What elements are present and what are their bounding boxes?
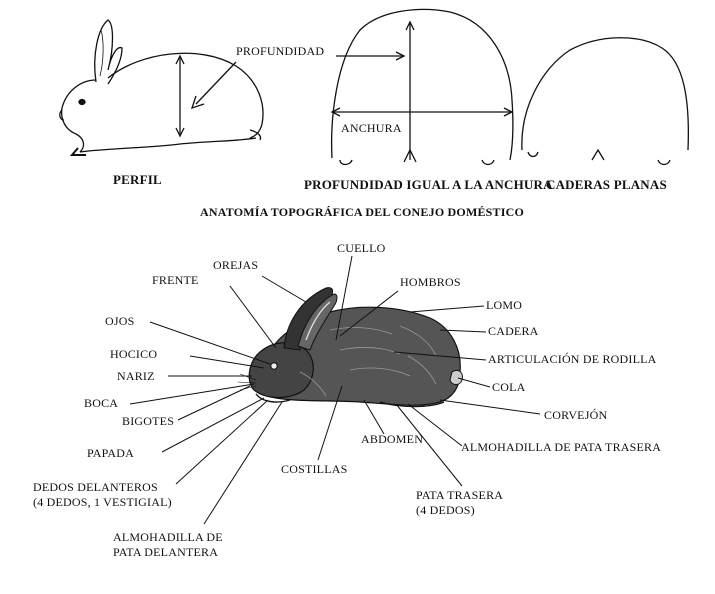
label-pata-trasera-line1: PATA TRASERA <box>416 488 504 502</box>
leader-lines <box>129 255 541 525</box>
leader-cadera <box>439 329 487 333</box>
label-cola: COLA <box>492 380 526 394</box>
leader-dedos-delanteros <box>175 399 269 485</box>
label-profundidad-igual: PROFUNDIDAD IGUAL A LA ANCHURA <box>304 177 553 192</box>
leader-bigotes <box>177 385 251 421</box>
leader-hocico <box>189 355 265 369</box>
leader-hombros <box>339 290 399 337</box>
diagram-title: ANATOMÍA TOPOGRÁFICA DEL CONEJO DOMÉSTIC… <box>200 205 525 219</box>
leader-cola <box>457 377 491 388</box>
label-abdomen: ABDOMEN <box>361 432 424 446</box>
leader-almohadilla-trasera <box>407 403 463 447</box>
label-almohadilla-delantera: ALMOHADILLA DE PATA DELANTERA <box>113 530 223 560</box>
leader-almohadilla-delantera <box>203 401 283 525</box>
leader-papada <box>161 397 265 453</box>
label-papada: PAPADA <box>87 446 135 460</box>
profile-rabbit-drawing <box>59 19 264 156</box>
leader-cuello <box>335 255 353 341</box>
label-frente: FRENTE <box>152 273 199 287</box>
arch-flat-hips-drawing <box>521 37 689 166</box>
leader-pata-trasera <box>395 403 463 487</box>
label-perfil: PERFIL <box>113 172 162 187</box>
label-boca: BOCA <box>84 396 119 410</box>
leader-articulacion <box>393 351 487 361</box>
leader-lomo <box>409 305 485 313</box>
label-lomo: LOMO <box>486 298 523 312</box>
label-dedos-delanteros-line2: (4 DEDOS, 1 VESTIGIAL) <box>33 495 172 509</box>
label-anchura: ANCHURA <box>341 121 402 135</box>
label-hombros: HOMBROS <box>400 275 461 289</box>
label-pata-trasera: PATA TRASERA (4 DEDOS) <box>416 488 503 518</box>
label-orejas: OREJAS <box>213 258 259 272</box>
leader-boca <box>129 383 255 405</box>
label-costillas: COSTILLAS <box>281 462 348 476</box>
label-profundidad: PROFUNDIDAD <box>236 44 325 58</box>
label-almohadilla-trasera: ALMOHADILLA DE PATA TRASERA <box>461 440 662 454</box>
label-pata-trasera-line2: (4 DEDOS) <box>416 503 475 517</box>
label-corvejon: CORVEJÓN <box>544 408 608 422</box>
rabbit-anatomy-drawing <box>237 287 463 408</box>
label-hocico: HOCICO <box>110 347 158 361</box>
leader-frente <box>229 285 277 349</box>
label-nariz: NARIZ <box>117 369 155 383</box>
label-almohadilla-delantera-line1: ALMOHADILLA DE <box>113 530 223 544</box>
label-ojos: OJOS <box>105 314 135 328</box>
leader-abdomen <box>363 399 385 435</box>
label-cuello: CUELLO <box>337 241 386 255</box>
label-articulacion: ARTICULACIÓN DE RODILLA <box>488 352 657 366</box>
label-almohadilla-delantera-line2: PATA DELANTERA <box>113 545 219 559</box>
arch-depth-width-drawing <box>330 8 514 166</box>
label-caderas-planas: CADERAS PLANAS <box>546 177 667 192</box>
leader-orejas <box>261 275 307 303</box>
leader-costillas <box>317 385 343 461</box>
leader-ojos <box>149 321 271 365</box>
leader-corvejon <box>439 399 541 415</box>
label-cadera: CADERA <box>488 324 539 338</box>
label-bigotes: BIGOTES <box>122 414 175 428</box>
label-dedos-delanteros-line1: DEDOS DELANTEROS <box>33 480 158 494</box>
label-dedos-delanteros: DEDOS DELANTEROS (4 DEDOS, 1 VESTIGIAL) <box>33 480 172 510</box>
